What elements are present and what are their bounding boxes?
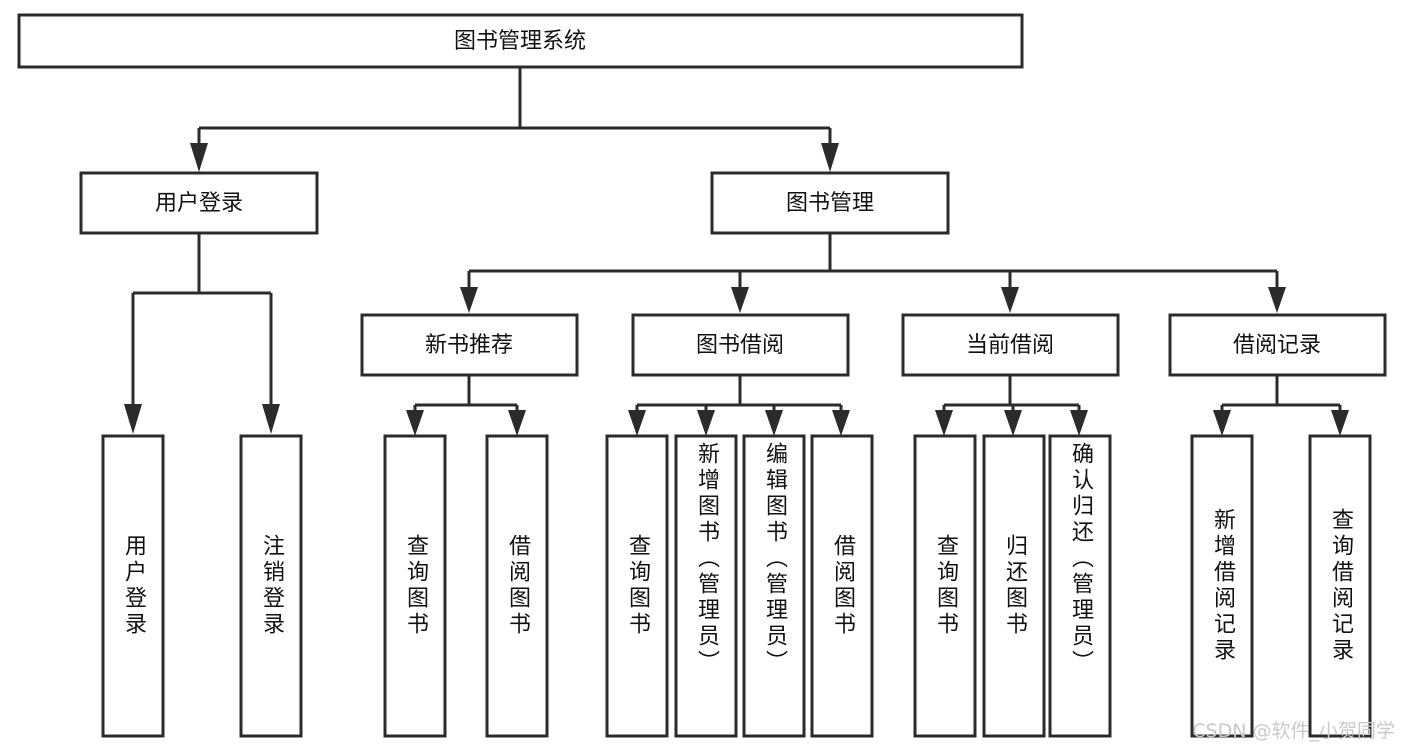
- leaf-current-1-label: 查询图书: [933, 534, 958, 638]
- arrow-borrow-leaf-4: [832, 410, 850, 436]
- node-current-borrow-box[interactable]: [901, 313, 1120, 377]
- node-user-login[interactable]: 用户登录: [79, 171, 319, 235]
- arrow-book-manage-child-1: [460, 287, 478, 313]
- connector-layer: [124, 67, 1349, 436]
- arrow-record-leaf-1: [1213, 410, 1231, 436]
- node-root-label: 图书管理系统: [454, 29, 586, 54]
- leaf-borrow-4-label: 借阅图书: [830, 534, 855, 638]
- leaf-record-1[interactable]: 新增借阅记录: [1190, 434, 1254, 738]
- arrow-root-to-book-manage: [821, 143, 839, 172]
- leaf-recommend-2-text-area: 借阅图书: [505, 534, 530, 638]
- arrow-user-login-leaf-1: [124, 404, 142, 434]
- leaf-borrow-3-label: 编辑图书（管理员）: [762, 442, 787, 676]
- leaf-borrow-4-box[interactable]: [810, 434, 874, 738]
- node-current-borrow-label: 当前借阅: [966, 333, 1054, 358]
- node-new-book-recommend-label: 新书推荐: [425, 333, 513, 358]
- node-new-book-recommend[interactable]: 新书推荐: [360, 313, 579, 377]
- leaf-current-2-box[interactable]: [982, 434, 1046, 738]
- node-book-manage[interactable]: 图书管理: [710, 171, 950, 235]
- node-book-borrow-box[interactable]: [631, 313, 850, 377]
- leaf-borrow-1[interactable]: 查询图书: [605, 434, 669, 738]
- arrow-root-to-user-login: [190, 143, 208, 172]
- arrow-current-leaf-1: [935, 410, 953, 436]
- leaf-borrow-3[interactable]: 编辑图书（管理员）: [742, 434, 806, 738]
- node-book-manage-box[interactable]: [710, 171, 950, 235]
- node-borrow-record[interactable]: 借阅记录: [1168, 313, 1387, 377]
- leaf-current-1-text-area: 查询图书: [933, 534, 958, 638]
- leaf-user-login-2[interactable]: 注销登录: [239, 434, 303, 738]
- node-user-login-label: 用户登录: [155, 191, 243, 216]
- arrow-current-leaf-2: [1004, 410, 1022, 436]
- leaf-user-login-1-box[interactable]: [101, 434, 165, 738]
- leaf-borrow-4[interactable]: 借阅图书: [810, 434, 874, 738]
- leaf-recommend-1-label: 查询图书: [403, 534, 428, 638]
- leaf-record-2-text-area: 查询借阅记录: [1328, 508, 1353, 664]
- leaf-borrow-2-text-area: 新增图书（管理员）: [694, 442, 719, 676]
- leaf-borrow-2-box[interactable]: [674, 434, 738, 738]
- node-book-manage-label: 图书管理: [786, 191, 874, 216]
- node-root[interactable]: 图书管理系统: [17, 13, 1024, 69]
- leaf-borrow-1-text-area: 查询图书: [625, 534, 650, 638]
- arrow-record-leaf-2: [1331, 410, 1349, 436]
- leaf-user-login-1-label: 用户登录: [121, 534, 146, 638]
- leaf-current-2-label: 归还图书: [1002, 534, 1027, 638]
- leaf-recommend-1-box[interactable]: [383, 434, 447, 738]
- node-current-borrow[interactable]: 当前借阅: [901, 313, 1120, 377]
- leaf-recommend-2-label: 借阅图书: [505, 534, 530, 638]
- leaf-recommend-2[interactable]: 借阅图书: [485, 434, 549, 738]
- arrow-user-login-leaf-2: [262, 404, 280, 434]
- leaf-recommend-1[interactable]: 查询图书: [383, 434, 447, 738]
- leaf-borrow-4-text-area: 借阅图书: [830, 534, 855, 638]
- leaf-current-3-box[interactable]: [1048, 434, 1112, 738]
- leaf-borrow-1-box[interactable]: [605, 434, 669, 738]
- leaf-borrow-3-box[interactable]: [742, 434, 806, 738]
- arrow-borrow-leaf-1: [628, 410, 646, 436]
- arrow-book-manage-child-4: [1268, 287, 1286, 313]
- leaf-borrow-2-label: 新增图书（管理员）: [694, 442, 719, 676]
- arrow-book-manage-child-3: [1001, 287, 1019, 313]
- leaf-user-login-2-label: 注销登录: [259, 534, 284, 638]
- leaf-record-2-box[interactable]: [1308, 434, 1372, 738]
- leaf-current-2-text-area: 归还图书: [1002, 534, 1027, 638]
- leaf-current-1[interactable]: 查询图书: [913, 434, 977, 738]
- leaf-record-2[interactable]: 查询借阅记录: [1308, 434, 1372, 738]
- node-book-borrow-label: 图书借阅: [696, 333, 784, 358]
- leaf-record-1-text-area: 新增借阅记录: [1210, 508, 1235, 664]
- leaf-borrow-3-text-area: 编辑图书（管理员）: [762, 442, 787, 676]
- arrow-borrow-leaf-3: [765, 410, 783, 436]
- leaf-current-3[interactable]: 确认归还（管理员）: [1048, 434, 1112, 738]
- node-user-login-box[interactable]: [79, 171, 319, 235]
- node-book-borrow[interactable]: 图书借阅: [631, 313, 850, 377]
- leaf-record-1-box[interactable]: [1190, 434, 1254, 738]
- leaf-recommend-2-box[interactable]: [485, 434, 549, 738]
- node-borrow-record-label: 借阅记录: [1233, 333, 1321, 358]
- node-root-box[interactable]: [17, 13, 1024, 69]
- leaf-borrow-1-label: 查询图书: [625, 534, 650, 638]
- arrow-current-leaf-3: [1070, 410, 1088, 436]
- arrow-borrow-leaf-2: [697, 410, 715, 436]
- leaf-recommend-1-text-area: 查询图书: [403, 534, 428, 638]
- leaf-user-login-2-text-area: 注销登录: [259, 534, 284, 638]
- leaf-borrow-2[interactable]: 新增图书（管理员）: [674, 434, 738, 738]
- leaf-user-login-1-text-area: 用户登录: [121, 534, 146, 638]
- leaf-record-1-label: 新增借阅记录: [1210, 508, 1235, 664]
- arrow-recommend-leaf-1: [406, 410, 424, 436]
- leaf-record-2-label: 查询借阅记录: [1328, 508, 1353, 664]
- arrow-recommend-leaf-2: [508, 410, 526, 436]
- node-borrow-record-box[interactable]: [1168, 313, 1387, 377]
- node-new-book-recommend-box[interactable]: [360, 313, 579, 377]
- leaf-user-login-2-box[interactable]: [239, 434, 303, 738]
- leaf-current-2[interactable]: 归还图书: [982, 434, 1046, 738]
- leaf-current-3-text-area: 确认归还（管理员）: [1068, 442, 1093, 676]
- leaf-user-login-1[interactable]: 用户登录: [101, 434, 165, 738]
- leaf-current-1-box[interactable]: [913, 434, 977, 738]
- arrow-book-manage-child-2: [731, 287, 749, 313]
- leaf-current-3-label: 确认归还（管理员）: [1068, 442, 1093, 676]
